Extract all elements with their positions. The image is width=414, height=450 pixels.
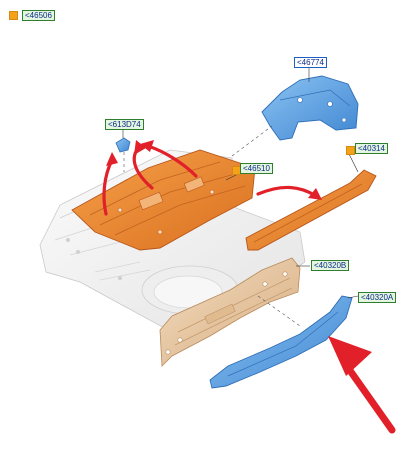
red-pointer-arrow-icon bbox=[146, 144, 198, 178]
callout-613d74: <613D74 bbox=[105, 119, 144, 130]
callout-46774: <46774 bbox=[294, 57, 327, 68]
callout-46506: <46506 bbox=[22, 10, 55, 21]
callout-40320a: <40320A bbox=[358, 292, 397, 303]
orange-legend-swatch-icon bbox=[9, 11, 18, 20]
callout-46510: <46510 bbox=[240, 163, 273, 174]
cross-member-part-40314 bbox=[245, 169, 377, 251]
assembly-guide-lines bbox=[123, 125, 301, 327]
red-pointer-arrow-icon bbox=[256, 185, 318, 198]
red-arrowheads bbox=[106, 140, 322, 200]
callout-40314: <40314 bbox=[355, 143, 388, 154]
rear-panel-part-40320b bbox=[159, 257, 301, 367]
lower-rail-part-40320a bbox=[209, 295, 353, 389]
upper-bracket-part-46774 bbox=[261, 75, 359, 141]
clip-part-613d74 bbox=[115, 137, 131, 153]
callout-40320b: <40320B bbox=[311, 260, 350, 271]
orange-legend-swatch-icon bbox=[346, 146, 355, 155]
large-red-arrow-icon bbox=[328, 336, 396, 434]
